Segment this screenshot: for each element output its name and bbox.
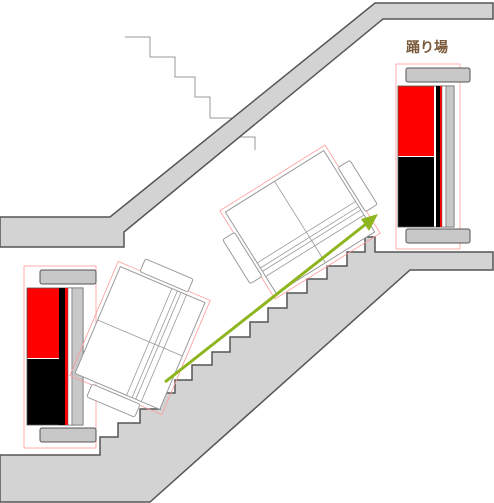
landing-device-guide <box>395 63 461 250</box>
landing-device-strip <box>441 85 447 228</box>
tilted-device-upper-divider <box>274 181 326 263</box>
bottom-device-red-panel <box>27 288 59 358</box>
bottom-device-bottom-handle <box>39 427 97 443</box>
lower-staircase <box>0 236 494 503</box>
bottom-device-top-handle <box>39 269 97 285</box>
tilted-device-upper-top-handle <box>338 160 378 212</box>
landing-device-top-handle <box>405 67 471 83</box>
landing-device-bottom-handle <box>405 228 471 244</box>
bottom-device-black-panel <box>27 359 59 425</box>
bottom-device-strip <box>59 288 65 425</box>
tilted-device-upper <box>219 144 381 300</box>
landing-device-strip <box>436 86 440 227</box>
landing-device-red-panel <box>398 86 434 156</box>
bottom-device-strip <box>67 287 73 426</box>
tilted-device-lower-top-handle <box>140 258 194 292</box>
tilted-device-upper-bottom-handle <box>222 232 262 284</box>
tilted-device-lower-bottom-handle <box>86 384 140 418</box>
bottom-device-strip <box>65 288 68 425</box>
upper-wall <box>0 2 494 248</box>
landing-label: 踊り場 <box>406 39 448 56</box>
arrow-up-right-icon <box>164 214 378 384</box>
tilted-device-lower <box>69 258 211 418</box>
landing-device-strip <box>445 85 455 228</box>
landing-device-black-panel <box>398 157 434 227</box>
landing-device <box>395 63 471 250</box>
tilted-device-lower-divider <box>97 319 183 357</box>
landing-device-strip <box>440 86 442 227</box>
